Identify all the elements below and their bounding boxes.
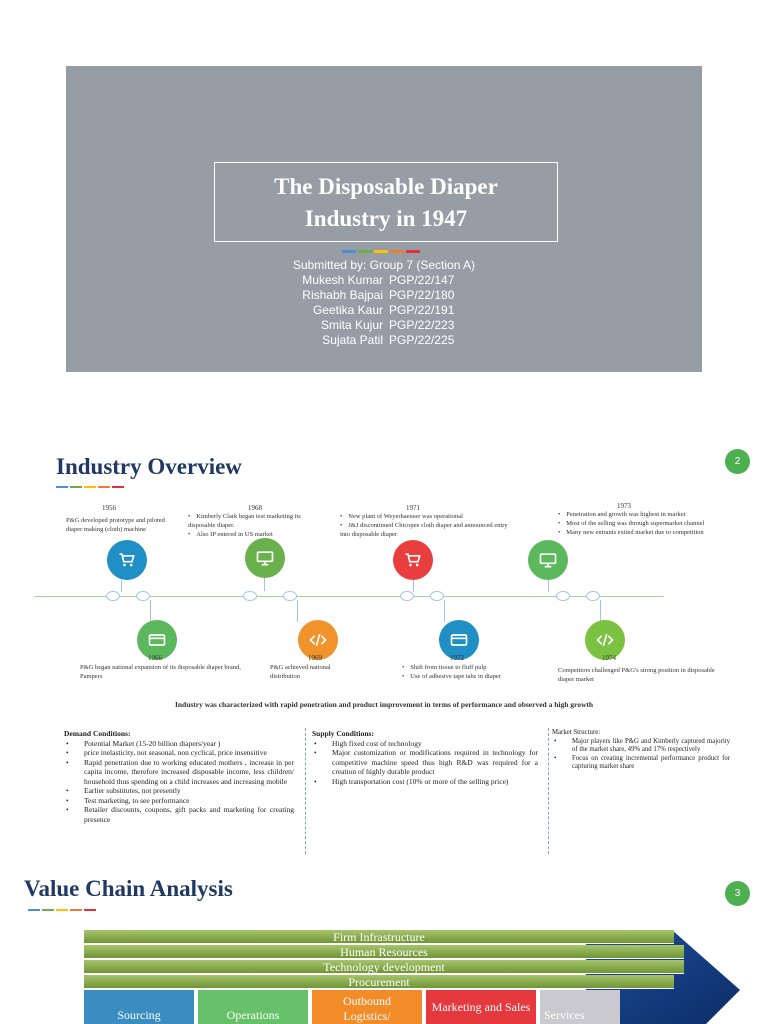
title-line-2: Industry in 1947 [304, 206, 468, 231]
submitted-by: Submitted by: Group 7 (Section A) [292, 258, 476, 272]
year-1956: 1956 [102, 504, 116, 512]
year-1971: 1971 [406, 504, 420, 512]
supply-conditions: Supply Conditions: High fixed cost of te… [312, 729, 538, 786]
year-1973: 1973 [617, 502, 631, 510]
demand-conditions: Demand Conditions: Potential Market (15-… [64, 729, 294, 824]
industry-summary: Industry was characterized with rapid pe… [174, 700, 594, 709]
support-human-resources: Human Resources [84, 945, 684, 959]
timeline-node [400, 591, 414, 601]
timeline-line [34, 596, 664, 597]
support-technology-development: Technology development [84, 960, 684, 974]
code-icon [298, 620, 338, 660]
timeline-node [136, 591, 150, 601]
accent-bars [342, 250, 420, 253]
event-1973: Penetration and growth was highest in ma… [558, 510, 728, 537]
monitor-icon [528, 540, 568, 580]
group-members: Submitted by: Group 7 (Section A) Mukesh… [66, 258, 702, 348]
page-number-badge: 3 [725, 881, 750, 906]
primary-operations: Operations [198, 990, 308, 1024]
primary-marketing-sales: Marketing and Sales [426, 990, 536, 1024]
primary-services: Services [540, 990, 620, 1024]
event-1966: P&G began national expansion of its disp… [80, 664, 241, 680]
event-1969: P&G achieved national distribution [270, 664, 331, 680]
timeline-node [243, 591, 257, 601]
year-1969: 1969 [308, 654, 322, 662]
event-1974: Competitors challenged P&G's strong posi… [558, 667, 715, 683]
title-line-1: The Disposable Diaper [274, 174, 498, 199]
market-structure: Market Structure: Major players like P&G… [552, 729, 730, 772]
event-1971: New plant of Weyerhaeuser was operationa… [340, 512, 510, 539]
monitor-icon [245, 538, 285, 578]
event-1956: P&G developed prototype and piloted diap… [66, 517, 165, 533]
support-procurement: Procurement [84, 975, 674, 989]
year-1966: 1966 [148, 654, 162, 662]
industry-overview-title: Industry Overview [56, 454, 242, 479]
year-1974: 1974 [602, 654, 616, 662]
credit-card-icon [439, 620, 479, 660]
timeline-node [430, 591, 444, 601]
event-1968: Kimberly Clark began test marketing its … [188, 512, 328, 539]
title-accent-bars [56, 486, 124, 488]
primary-sourcing: Sourcing [84, 990, 194, 1024]
title-box: The Disposable Diaper Industry in 1947 [214, 162, 558, 242]
credit-card-icon [137, 620, 177, 660]
timeline-node [106, 591, 120, 601]
timeline-node [586, 591, 600, 601]
cart-icon [393, 540, 433, 580]
title-accent-bars [28, 909, 96, 911]
title-slide: The Disposable Diaper Industry in 1947 S… [66, 66, 702, 372]
year-1972: 1972 [450, 654, 464, 662]
year-1968: 1968 [248, 504, 262, 512]
support-firm-infrastructure: Firm Infrastructure [84, 930, 674, 944]
column-divider [305, 728, 306, 854]
page-number-badge: 2 [725, 449, 750, 474]
event-1972: Shift from tissue to fluff pulpUse of ad… [402, 663, 542, 681]
cart-icon [107, 540, 147, 580]
timeline-node [283, 591, 297, 601]
timeline-node [556, 591, 570, 601]
column-divider [548, 728, 549, 854]
value-chain-title: Value Chain Analysis [24, 876, 233, 901]
code-icon [585, 620, 625, 660]
